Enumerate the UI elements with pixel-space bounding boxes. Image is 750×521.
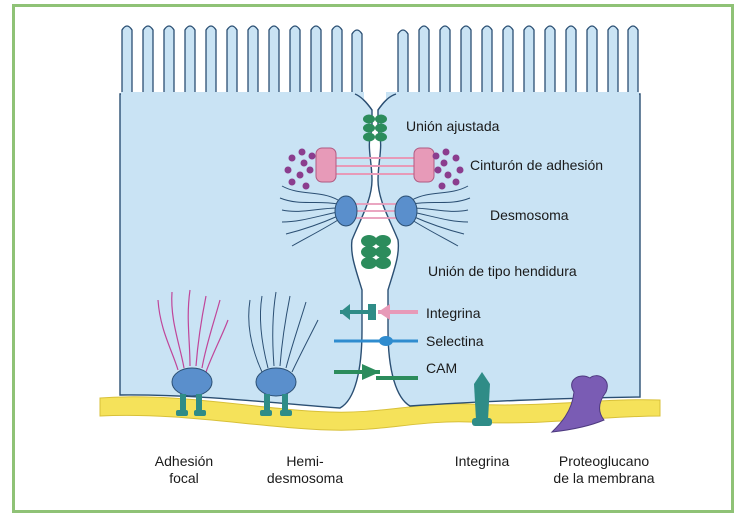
- label-selectin: Selectina: [426, 333, 484, 350]
- label-gap-junction: Unión de tipo hendidura: [428, 263, 577, 280]
- label-proteoglycan: Proteoglucano de la membrana: [553, 453, 654, 487]
- label-proteoglycan-line2: de la membrana: [553, 470, 654, 487]
- label-cam: CAM: [426, 360, 457, 377]
- microvilli-right: [398, 26, 638, 96]
- tight-junction-proteins: [363, 115, 387, 142]
- label-integrin-bottom: Integrina: [455, 453, 509, 470]
- label-focal-adhesion-line1: Adhesión: [155, 453, 213, 470]
- label-desmosome: Desmosoma: [490, 207, 569, 224]
- label-proteoglycan-line1: Proteoglucano: [553, 453, 654, 470]
- label-adherens-belt: Cinturón de adhesión: [470, 157, 603, 174]
- label-focal-adhesion: Adhesión focal: [155, 453, 213, 487]
- right-cell: [378, 94, 640, 406]
- label-integrin-right: Integrina: [426, 305, 480, 322]
- label-hemidesmosome-line1: Hemi-: [267, 453, 343, 470]
- microvilli-left: [122, 26, 362, 96]
- label-tight-junction: Unión ajustada: [406, 118, 499, 135]
- label-hemidesmosome-line2: desmosoma: [267, 470, 343, 487]
- label-focal-adhesion-line2: focal: [155, 470, 213, 487]
- gap-junction: [361, 235, 391, 269]
- left-cell: [120, 94, 372, 408]
- label-hemidesmosome: Hemi- desmosoma: [267, 453, 343, 487]
- label-integrin-bottom-text: Integrina: [455, 453, 509, 470]
